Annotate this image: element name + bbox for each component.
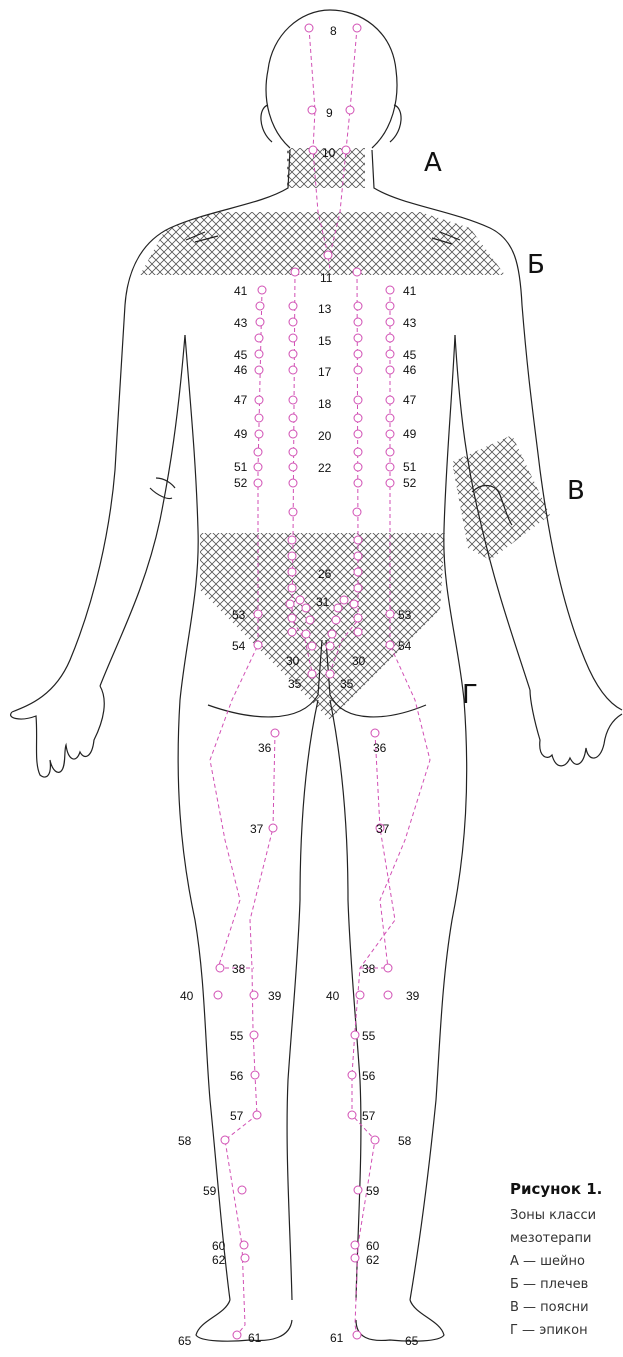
point-label-20: 20 [318,429,332,443]
point-label-11: 11 [320,271,333,285]
point-label-52-right: 52 [403,476,417,490]
point-label-53-right: 53 [398,608,412,622]
point-label-43-left: 43 [234,316,248,330]
point-label-38-left: 38 [232,962,246,976]
caption-line: Б — плечев [510,1273,623,1296]
point-label-57-right: 57 [362,1109,376,1123]
point-label-46-right: 46 [403,363,417,377]
point-label-65-left: 65 [178,1334,192,1348]
point-label-26: 26 [318,567,332,581]
point-label-60-left: 60 [212,1239,226,1253]
zone-label-v: В [567,478,585,504]
point-label-56-left: 56 [230,1069,244,1083]
point-label-46-left: 46 [234,363,248,377]
point-label-30-left: 30 [286,654,300,668]
caption-line: Г — эпикон [510,1319,623,1342]
point-label-60-right: 60 [366,1239,380,1253]
point-label-58-right: 58 [398,1134,412,1148]
caption-title: Рисунок 1. [510,1180,623,1204]
zone-label-g: Г [462,682,478,708]
point-label-37-right: 37 [376,822,390,836]
point-label-59-left: 59 [203,1184,217,1198]
point-label-18: 18 [318,397,332,411]
point-label-43-right: 43 [403,316,417,330]
point-label-57-left: 57 [230,1109,244,1123]
point-label-61-left: 61 [248,1331,262,1345]
point-label-40-right: 40 [326,989,340,1003]
caption-line: мезотерапи [510,1227,623,1250]
point-label-30-right: 30 [352,654,366,668]
point-label-41-left: 41 [234,284,248,298]
point-label-59-right: 59 [366,1184,380,1198]
point-label-35-right: 35 [340,677,354,691]
point-label-54-right: 54 [398,639,412,653]
point-label-62-right: 62 [366,1253,380,1267]
point-label-55-left: 55 [230,1029,244,1043]
point-label-45-right: 45 [403,348,417,362]
point-label-53-left: 53 [232,608,246,622]
point-label-36-right: 36 [373,741,387,755]
caption-line: В — поясни [510,1296,623,1319]
point-label-65-right: 65 [405,1334,419,1348]
point-label-9: 9 [326,106,333,120]
point-label-35-left: 35 [288,677,302,691]
figure-caption: Рисунок 1. Зоны класси мезотерапи А — ше… [510,1180,623,1342]
point-label-61-right: 61 [330,1331,344,1345]
zone-label-b: Б [527,252,545,278]
point-label-37-left: 37 [250,822,264,836]
point-label-8: 8 [330,24,337,38]
point-label-49-left: 49 [234,427,248,441]
point-label-39-right: 39 [406,989,420,1003]
zone-label-a: А [424,150,442,176]
point-label-51-left: 51 [234,460,248,474]
point-label-39-left: 39 [268,989,282,1003]
zone-v-lumbar [200,533,445,720]
point-label-56-right: 56 [362,1069,376,1083]
point-label-58-left: 58 [178,1134,192,1148]
point-label-51-right: 51 [403,460,417,474]
point-label-62-left: 62 [212,1253,226,1267]
point-label-31: 31 [316,595,330,609]
point-label-49-right: 49 [403,427,417,441]
point-label-22: 22 [318,461,332,475]
point-label-36-left: 36 [258,741,272,755]
point-label-15: 15 [318,334,332,348]
point-label-10: 10 [322,146,336,160]
point-label-40-left: 40 [180,989,194,1003]
point-label-41-right: 41 [403,284,417,298]
point-label-13: 13 [318,302,332,316]
caption-line: Зоны класси [510,1204,623,1227]
point-label-55-right: 55 [362,1029,376,1043]
point-label-17: 17 [318,365,332,379]
point-label-47-right: 47 [403,393,417,407]
point-label-38-right: 38 [362,962,376,976]
point-label-45-left: 45 [234,348,248,362]
point-label-47-left: 47 [234,393,248,407]
point-label-54-left: 54 [232,639,246,653]
point-label-52-left: 52 [234,476,248,490]
caption-line: А — шейно [510,1250,623,1273]
